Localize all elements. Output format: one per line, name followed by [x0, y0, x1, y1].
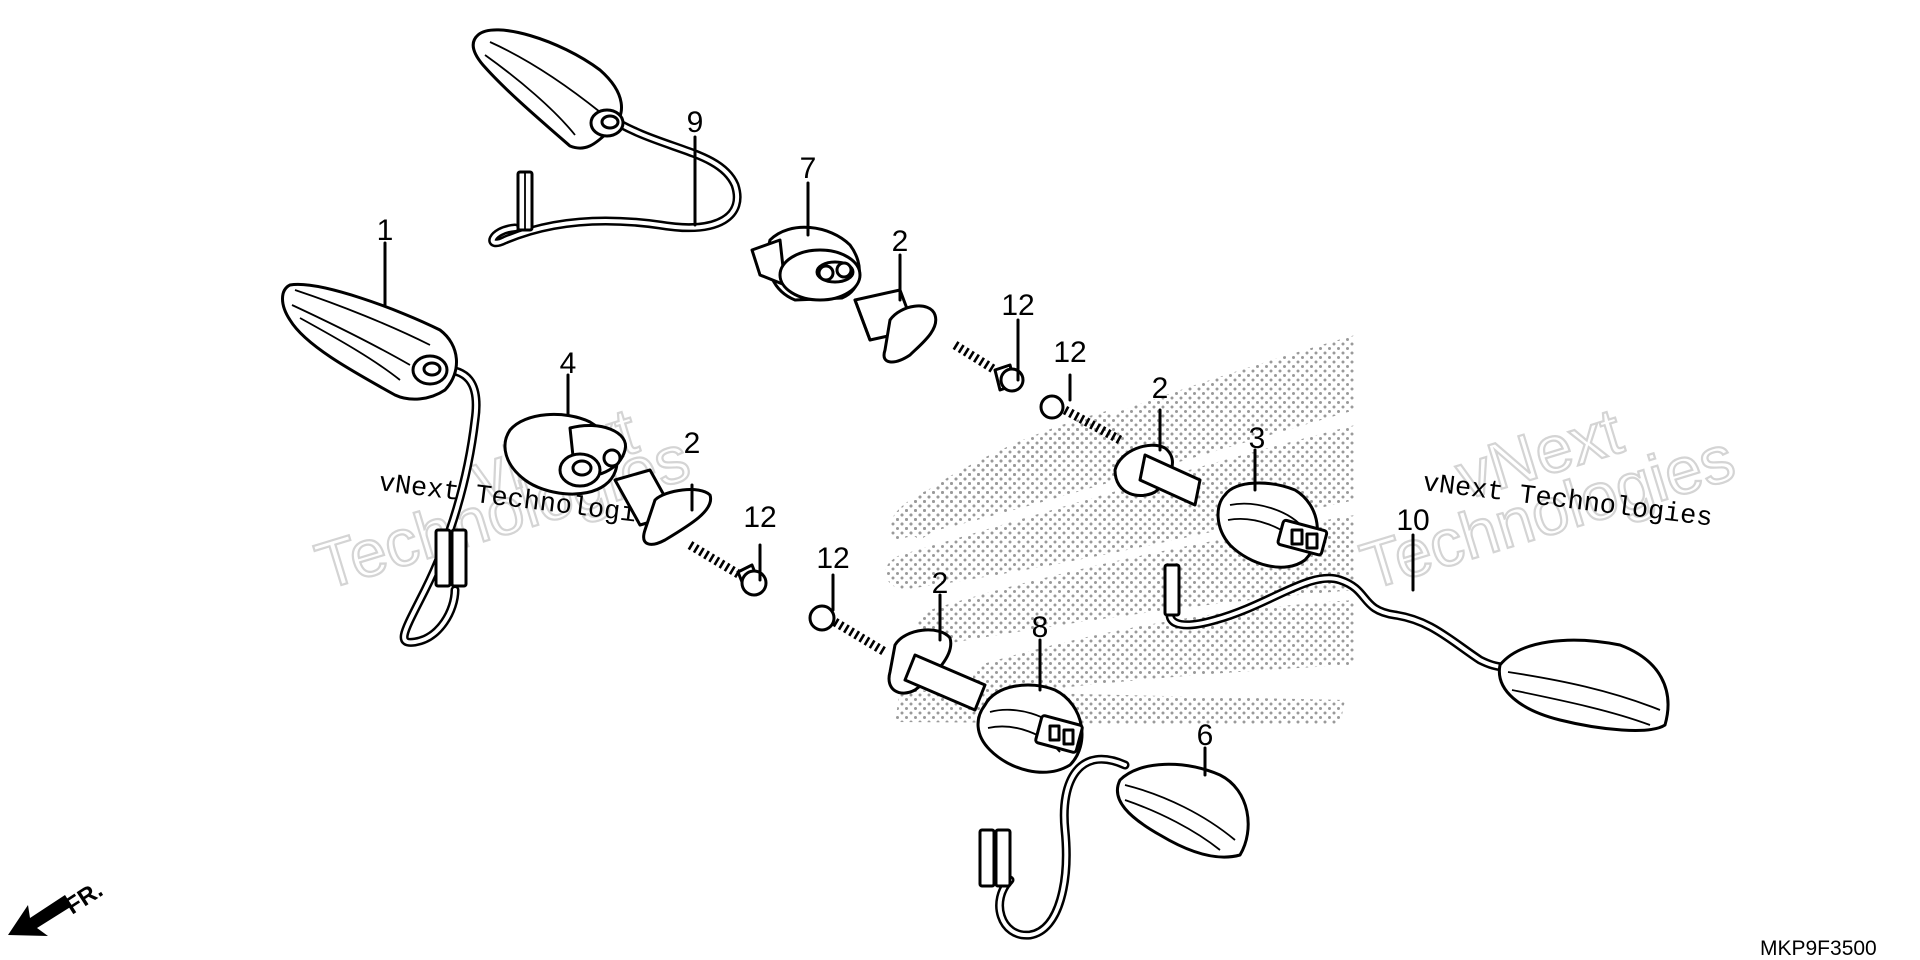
arrow-left-down-icon — [8, 895, 72, 936]
callout-9: 9 — [687, 106, 704, 139]
callout-12-d: 12 — [816, 542, 849, 575]
part-12-bolt-b — [1039, 394, 1123, 444]
part-7-holder — [750, 225, 862, 302]
callout-6: 6 — [1197, 719, 1214, 752]
part-10-right-blinker — [1163, 563, 1670, 732]
part-12-bolt-a — [952, 341, 1025, 393]
callout-2-upper: 2 — [892, 225, 909, 258]
drawing-code: MKP9F3500 — [1760, 937, 1877, 960]
callout-12-c: 12 — [743, 501, 776, 534]
part-2-bracket-left — [613, 468, 713, 546]
part-8-grommet — [976, 683, 1084, 774]
part-2-bracket-lower — [887, 628, 987, 712]
callout-1: 1 — [377, 214, 394, 247]
part-6-front-blinker — [978, 754, 1250, 940]
part-1-front-blinker — [281, 282, 481, 647]
front-label: FR. — [61, 876, 108, 920]
part-4-holder — [503, 412, 627, 496]
part-9-rear-blinker — [471, 28, 742, 248]
callout-4: 4 — [560, 347, 577, 380]
callout-3: 3 — [1249, 422, 1266, 455]
callout-7: 7 — [800, 152, 817, 185]
callout-labels: 1 2 2 2 2 3 4 6 7 8 9 10 12 12 12 12 — [377, 106, 1430, 752]
part-3-grommet — [1216, 481, 1329, 569]
watermark-right: vNext Technologies vNext Technologies — [1351, 392, 1743, 604]
callout-10: 10 — [1396, 504, 1429, 537]
callout-2-left: 2 — [684, 427, 701, 460]
callout-8: 8 — [1032, 611, 1049, 644]
callout-2-lower: 2 — [932, 567, 949, 600]
callout-2-right: 2 — [1152, 372, 1169, 405]
part-12-bolt-d — [808, 604, 888, 656]
callout-12-a: 12 — [1001, 289, 1034, 322]
part-12-bolt-c — [687, 541, 768, 597]
part-2-bracket-upper — [853, 288, 938, 364]
callout-12-b: 12 — [1053, 336, 1086, 369]
part-2-bracket-right — [1113, 443, 1202, 507]
leader-lines — [383, 135, 1415, 777]
front-arrow: FR. — [8, 876, 108, 936]
